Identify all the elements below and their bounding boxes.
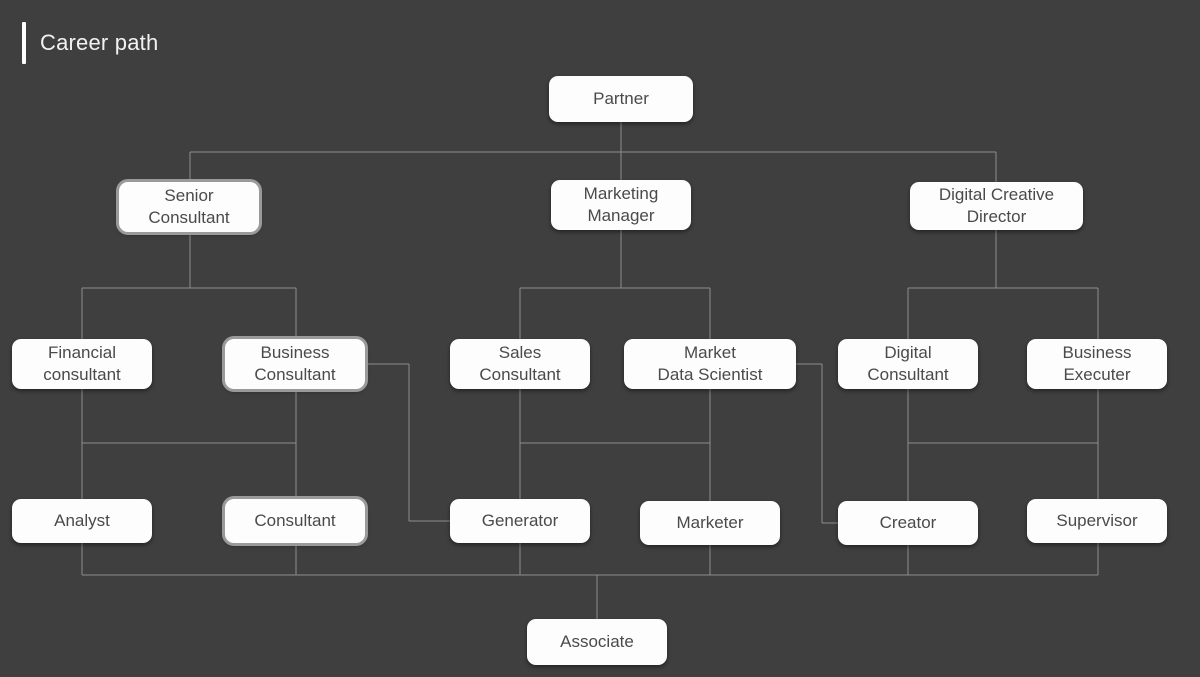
org-node-label: Creator — [879, 512, 937, 532]
org-node-analyst[interactable]: Analyst — [12, 499, 152, 543]
org-node-label: Sales Consultant — [479, 342, 561, 384]
org-node-label: Partner — [593, 88, 649, 108]
org-node-supervisor[interactable]: Supervisor — [1027, 499, 1167, 543]
org-node-label: Associate — [560, 631, 634, 651]
org-node-label: Marketing Manager — [583, 183, 659, 225]
org-node-label: Business Executer — [1062, 342, 1132, 384]
org-node-senior-consultant[interactable]: Senior Consultant — [119, 182, 259, 232]
org-node-marketer[interactable]: Marketer — [640, 501, 780, 545]
org-node-label: Analyst — [54, 510, 110, 530]
org-node-label: Consultant — [254, 510, 336, 530]
org-node-marketing-manager[interactable]: Marketing Manager — [551, 180, 691, 230]
org-node-label: Supervisor — [1056, 510, 1138, 530]
org-node-business-consultant[interactable]: Business Consultant — [225, 339, 365, 389]
page-title: Career path — [22, 22, 158, 64]
title-accent-bar — [22, 22, 26, 64]
org-node-label: Marketer — [676, 512, 744, 532]
org-node-financial-consultant[interactable]: Financial consultant — [12, 339, 152, 389]
page-title-text: Career path — [40, 30, 159, 55]
org-node-partner[interactable]: Partner — [549, 76, 693, 122]
org-node-digital-creative-director[interactable]: Digital Creative Director — [910, 182, 1083, 230]
org-node-label: Senior Consultant — [148, 185, 230, 227]
org-node-market-data-scientist[interactable]: Market Data Scientist — [624, 339, 796, 389]
org-node-digital-consultant[interactable]: Digital Consultant — [838, 339, 978, 389]
org-node-label: Market Data Scientist — [657, 342, 763, 384]
org-node-sales-consultant[interactable]: Sales Consultant — [450, 339, 590, 389]
org-node-label: Financial consultant — [43, 342, 121, 384]
org-node-business-executer[interactable]: Business Executer — [1027, 339, 1167, 389]
org-node-label: Business Consultant — [254, 342, 336, 384]
org-node-label: Generator — [481, 510, 559, 530]
org-node-creator[interactable]: Creator — [838, 501, 978, 545]
org-node-associate[interactable]: Associate — [527, 619, 667, 665]
org-node-label: Digital Creative Director — [938, 184, 1055, 226]
org-node-label: Digital Consultant — [867, 342, 949, 384]
org-node-consultant[interactable]: Consultant — [225, 499, 365, 543]
org-node-generator[interactable]: Generator — [450, 499, 590, 543]
